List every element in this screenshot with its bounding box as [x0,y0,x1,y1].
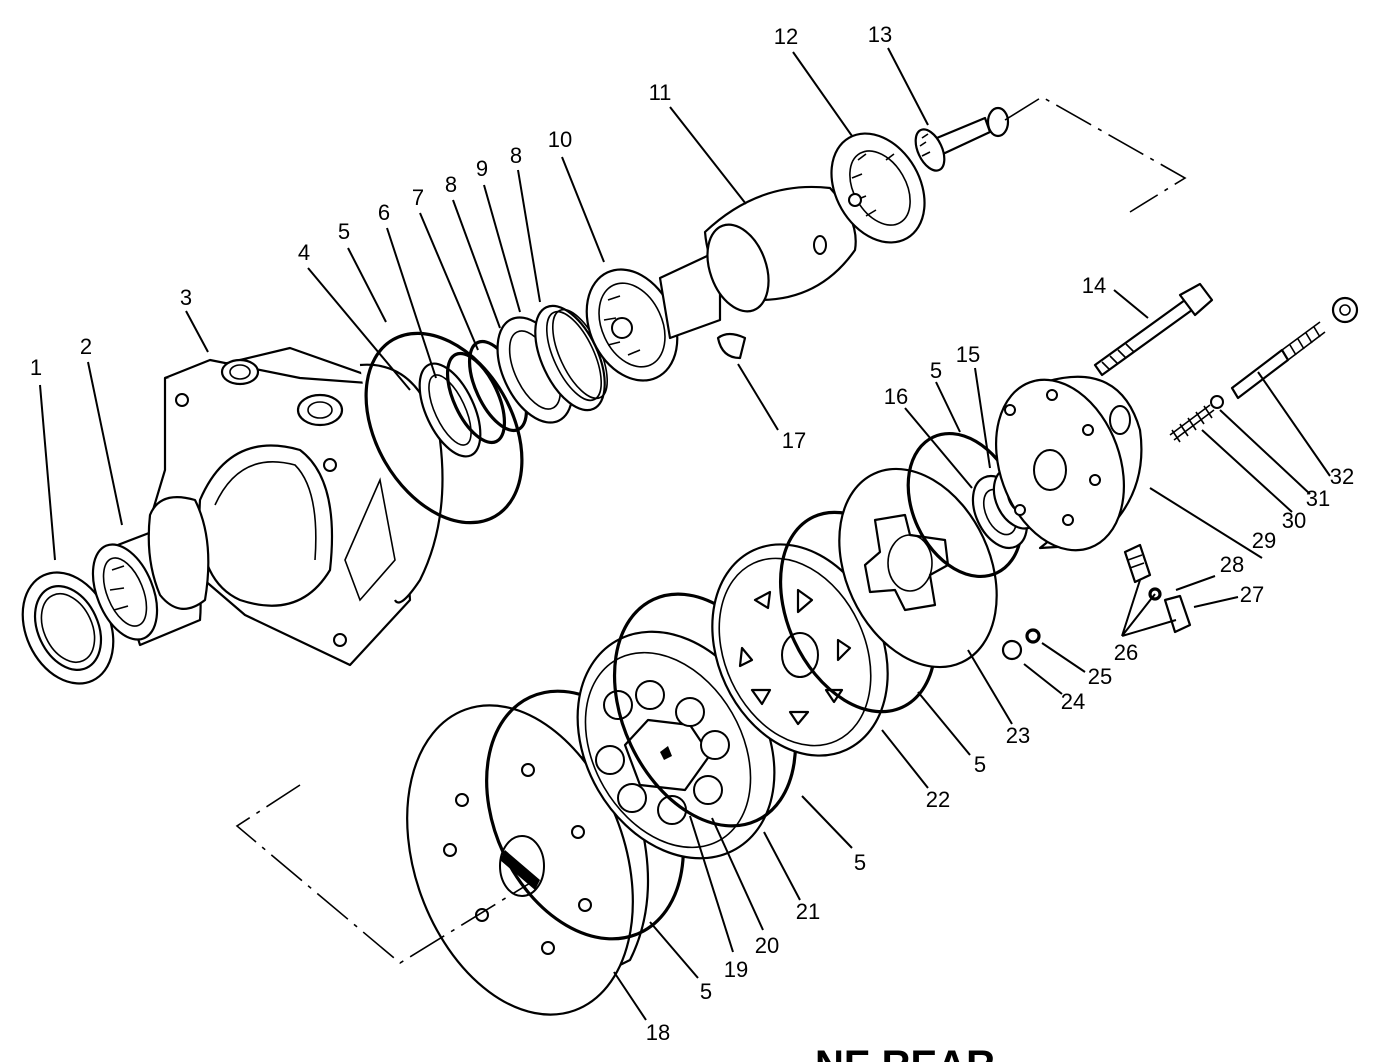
callout-labels: 1 2 3 4 5 6 7 8 9 8 10 11 12 13 14 15 5 … [30,22,1354,1045]
part-13-drive-link [914,106,1010,172]
caption-text: NE REAR [815,1043,995,1062]
callout-25: 25 [1088,664,1112,689]
part-30-spring [1169,404,1215,443]
callout-1: 1 [30,355,42,380]
part-23-gerotor-ring [838,467,998,669]
callout-5d: 5 [854,850,866,875]
callout-5c: 5 [974,752,986,777]
part-2-bearing [91,523,202,647]
callout-15: 15 [956,342,980,367]
callout-20: 20 [755,933,779,958]
callout-9: 9 [476,156,488,181]
callout-4: 4 [298,240,310,265]
callout-5b: 5 [930,358,942,383]
callout-3: 3 [180,285,192,310]
assembly-connector-lower [235,784,536,964]
callout-29: 29 [1252,528,1276,553]
leader-lines [39,47,1331,1021]
callout-19: 19 [724,957,748,982]
part-11-drive-shaft [658,185,857,340]
part-25-oring-small [1025,628,1041,644]
callout-23: 23 [1006,723,1030,748]
part-4-oring [364,331,524,525]
part-1-seal [21,571,115,685]
callout-24: 24 [1061,689,1085,714]
part-31-ball [1210,395,1224,409]
callout-8b: 8 [510,143,522,168]
callout-12: 12 [774,24,798,49]
callout-7: 7 [412,185,424,210]
part-6-seal-ring [418,362,482,458]
callout-2: 2 [80,334,92,359]
part-24-plug [1001,639,1023,661]
callout-32: 32 [1330,464,1354,489]
callout-30: 30 [1282,508,1306,533]
callout-11: 11 [649,80,672,105]
assembly-connector-upper [1004,96,1187,213]
part-7-backup-ring [445,351,507,445]
callout-6: 6 [378,200,390,225]
callout-21: 21 [796,899,820,924]
callout-27: 27 [1240,582,1264,607]
callout-31: 31 [1306,486,1330,511]
part-12-gear [830,132,926,244]
callout-26: 26 [1114,640,1138,665]
callout-22: 22 [926,787,950,812]
callout-5a: 5 [338,219,350,244]
callout-18: 18 [646,1020,670,1045]
callout-14: 14 [1082,273,1106,298]
callout-16: 16 [884,384,908,409]
part-14-bolt [1093,282,1214,377]
callout-8a: 8 [445,172,457,197]
callout-17: 17 [782,428,806,453]
callout-28: 28 [1220,552,1244,577]
callout-5e: 5 [700,979,712,1004]
part-29-end-cap [994,375,1143,552]
part-10-thrust-bearing [585,268,679,382]
callout-10: 10 [548,127,572,152]
part-32-relief-valve [1230,296,1359,400]
callout-13: 13 [868,22,892,47]
part-17-key [716,332,747,360]
